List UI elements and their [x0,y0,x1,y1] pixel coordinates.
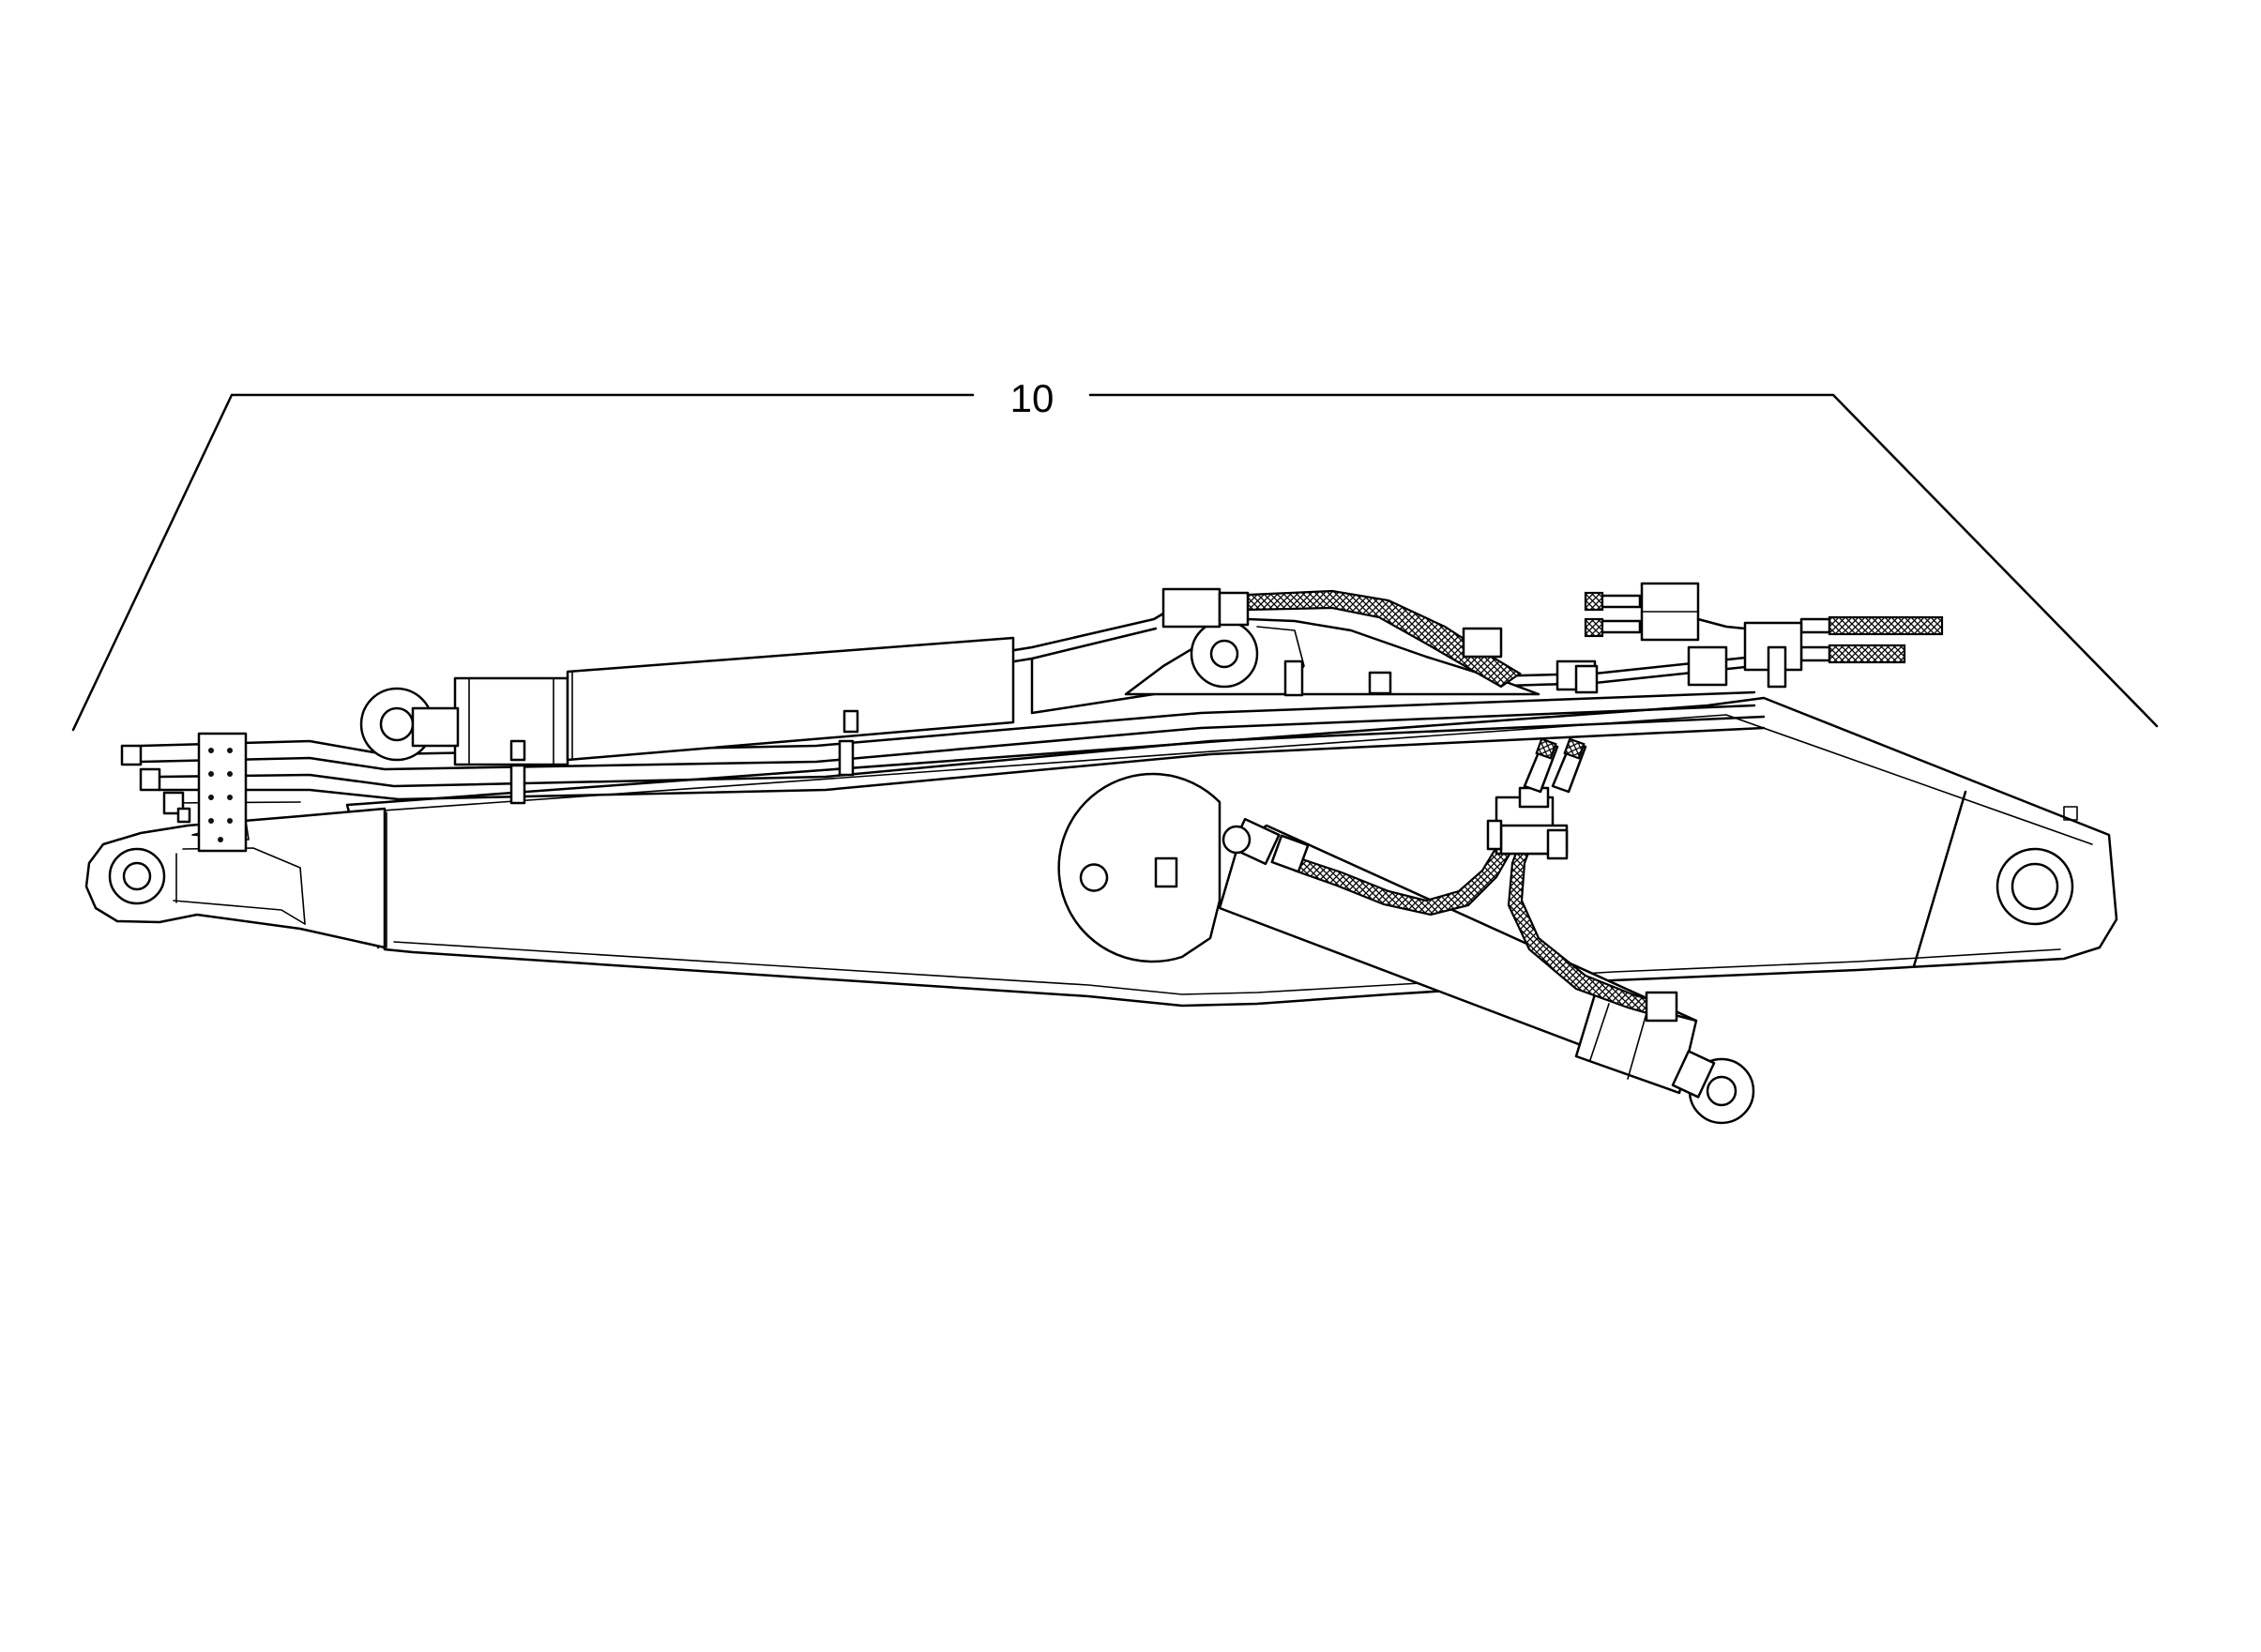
pipe-clamps [509,645,1787,805]
lower-cylinder [1057,772,1755,1125]
callout-bracket [71,393,2159,732]
valve-cluster [1486,737,1587,860]
upper-right-fittings [1462,582,1944,691]
boom-nose [84,807,387,949]
callout-number: 10 [1010,376,1055,420]
upper-cylinder [359,636,1015,766]
center-bracket [1124,617,1540,696]
upper-hose [1161,587,1523,689]
left-connector-block [120,732,248,853]
